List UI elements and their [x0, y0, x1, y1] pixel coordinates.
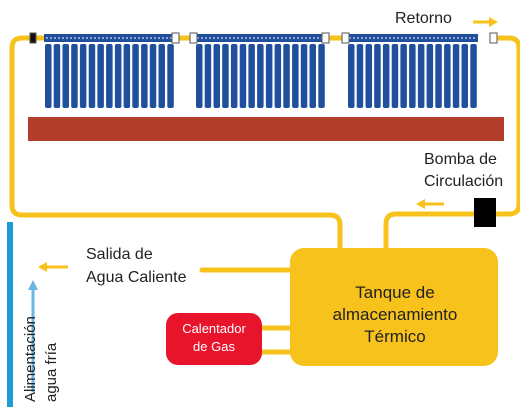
vacuum-tube: [309, 44, 316, 108]
vacuum-tube: [141, 44, 148, 108]
pump-to-tank-pipe: [383, 211, 477, 253]
vacuum-tube: [374, 44, 381, 108]
solar-collector-panels: [29, 32, 498, 108]
pipe-fitting: [189, 32, 198, 44]
vacuum-tube: [391, 44, 399, 108]
storage-tank: [290, 248, 498, 366]
pump-flow-arrow-icon: [416, 199, 444, 209]
vacuum-tube: [88, 44, 96, 108]
vacuum-tube: [470, 44, 477, 108]
collector-panel-2: [195, 34, 326, 108]
alimentacion-label-line2: agua fría: [43, 342, 60, 402]
vacuum-tube: [444, 44, 451, 108]
bomba-label-line2: Circulación: [424, 173, 504, 190]
pump-icon: [474, 198, 496, 227]
vacuum-tube: [114, 44, 122, 108]
vacuum-tube: [452, 44, 460, 108]
vacuum-tube: [274, 44, 282, 108]
heater-label: Calentador de Gas: [166, 320, 262, 356]
vacuum-tube: [257, 44, 264, 108]
tank-label: Tanque de almacenamiento Térmico: [292, 282, 498, 348]
vacuum-tube: [300, 44, 308, 108]
vacuum-tube: [435, 44, 442, 108]
pipe-fitting: [341, 32, 350, 44]
vacuum-tube: [132, 44, 139, 108]
vacuum-tube: [230, 44, 238, 108]
cold-water-up-arrow-icon: [28, 280, 38, 392]
vacuum-tube: [106, 44, 113, 108]
vacuum-tube: [196, 44, 203, 108]
vacuum-tube: [400, 44, 407, 108]
collector-header: [195, 34, 326, 42]
pipe-fitting: [489, 32, 498, 44]
bomba-label-line1: Bomba de: [424, 151, 497, 168]
vacuum-tube: [365, 44, 372, 108]
vacuum-tube: [239, 44, 247, 108]
vacuum-tube: [417, 44, 425, 108]
vacuum-tube: [79, 44, 87, 108]
roof-bar: [28, 117, 504, 141]
hot-water-outlet-arrow-icon: [38, 262, 68, 272]
collector-header: [44, 34, 175, 42]
vacuum-tube: [265, 44, 273, 108]
vacuum-tube: [426, 44, 434, 108]
vacuum-tube: [222, 44, 229, 108]
retorno-arrow-icon: [473, 17, 498, 27]
retorno-label: Retorno: [395, 10, 452, 27]
vacuum-tube: [292, 44, 299, 108]
heater-label-line1: Calentador: [182, 321, 246, 336]
vacuum-tube: [158, 44, 165, 108]
collector-header: [347, 34, 478, 42]
vacuum-tube: [283, 44, 290, 108]
gas-heater: [166, 313, 262, 365]
pipe-fitting: [171, 32, 180, 44]
vacuum-tube: [97, 44, 104, 108]
vacuum-tube: [123, 44, 131, 108]
salida-label-line1: Salida de: [86, 246, 153, 263]
vacuum-tube: [62, 44, 69, 108]
vacuum-tube: [461, 44, 468, 108]
vacuum-tube: [248, 44, 255, 108]
vacuum-tube: [409, 44, 416, 108]
tank-label-line3: Térmico: [364, 327, 426, 346]
heater-label-line2: de Gas: [193, 339, 235, 354]
left-loop-pipe: [9, 35, 343, 253]
vacuum-tube: [318, 44, 325, 108]
return-pipe: [493, 35, 520, 217]
tank-label-line1: Tanque de: [355, 283, 435, 302]
collector-panel-3: [347, 34, 478, 108]
vacuum-tube: [213, 44, 220, 108]
vacuum-tube: [167, 44, 174, 108]
salida-label-line2: Agua Caliente: [86, 269, 187, 286]
tank-label-line2: almacenamiento: [332, 305, 458, 324]
vacuum-tube: [348, 44, 355, 108]
vacuum-tube: [45, 44, 52, 108]
vacuum-tube: [382, 44, 390, 108]
vacuum-tube: [149, 44, 157, 108]
vacuum-tube: [53, 44, 61, 108]
pipe-network: [9, 35, 520, 355]
collector-panel-1: [44, 34, 175, 108]
vacuum-tube: [71, 44, 78, 108]
pipe-fitting: [321, 32, 330, 44]
alimentacion-label-line1: Alimentación: [22, 316, 39, 402]
vacuum-tube: [204, 44, 212, 108]
cold-water-pipe: [7, 222, 13, 407]
vacuum-tube: [356, 44, 364, 108]
pipe-fitting: [29, 32, 37, 44]
